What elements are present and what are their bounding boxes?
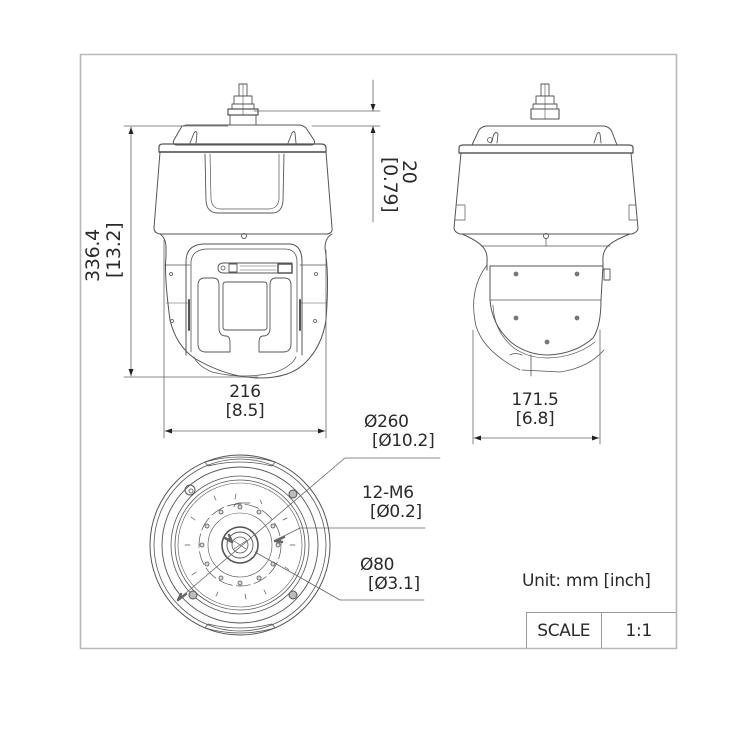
unit-label: Unit: mm [inch] bbox=[522, 571, 651, 591]
width-dimension-inch: [8.5] bbox=[225, 401, 265, 421]
mounting-holes-inch: [Ø0.2] bbox=[370, 502, 422, 522]
bottom-view-camera bbox=[149, 454, 331, 636]
outer-diameter-callout: Ø260 [Ø10.2] bbox=[364, 412, 435, 451]
connector-dimension-inch: [0.79] bbox=[379, 157, 401, 213]
bolt-circle-mm: Ø80 bbox=[360, 555, 395, 575]
front-view-camera bbox=[153, 83, 333, 379]
connector-dimension-mm: 20 bbox=[398, 160, 420, 184]
mounting-holes-callout: 12-M6 [Ø0.2] bbox=[362, 484, 422, 522]
scale-value: 1:1 bbox=[625, 620, 653, 641]
depth-dimension-label: 171.5 [6.8] bbox=[495, 391, 575, 429]
side-view-dimensions bbox=[472, 329, 601, 445]
bolt-circle-callout: Ø80 [Ø3.1] bbox=[360, 556, 420, 594]
scale-key: SCALE bbox=[527, 613, 602, 648]
side-view-camera bbox=[453, 83, 639, 377]
height-dimension-inch: [13.2] bbox=[103, 222, 125, 278]
drawing-frame bbox=[79, 53, 678, 650]
mounting-holes-spec: 12-M6 bbox=[362, 483, 414, 503]
height-dimension-inch-label: [13.2] bbox=[103, 158, 125, 278]
connector-dimension-inch-label: [0.79] bbox=[379, 157, 401, 213]
depth-dimension-inch: [6.8] bbox=[515, 409, 555, 429]
bottom-view-leaders bbox=[176, 457, 441, 602]
bolt-circle-inch: [Ø3.1] bbox=[368, 574, 420, 594]
depth-dimension-mm: 171.5 bbox=[511, 390, 559, 410]
outer-diameter-mm: Ø260 bbox=[364, 412, 409, 432]
scale-title-block: SCALE 1:1 bbox=[526, 612, 676, 648]
height-dimension-mm: 336.4 bbox=[82, 229, 104, 282]
outer-diameter-inch: [Ø10.2] bbox=[372, 431, 435, 451]
width-dimension-label: 216 [8.5] bbox=[205, 383, 285, 421]
front-view-dimensions bbox=[123, 79, 381, 439]
width-dimension-mm: 216 bbox=[229, 382, 261, 402]
connector-dimension-label: 20 bbox=[398, 160, 420, 184]
height-dimension-label: 336.4 bbox=[82, 162, 104, 282]
